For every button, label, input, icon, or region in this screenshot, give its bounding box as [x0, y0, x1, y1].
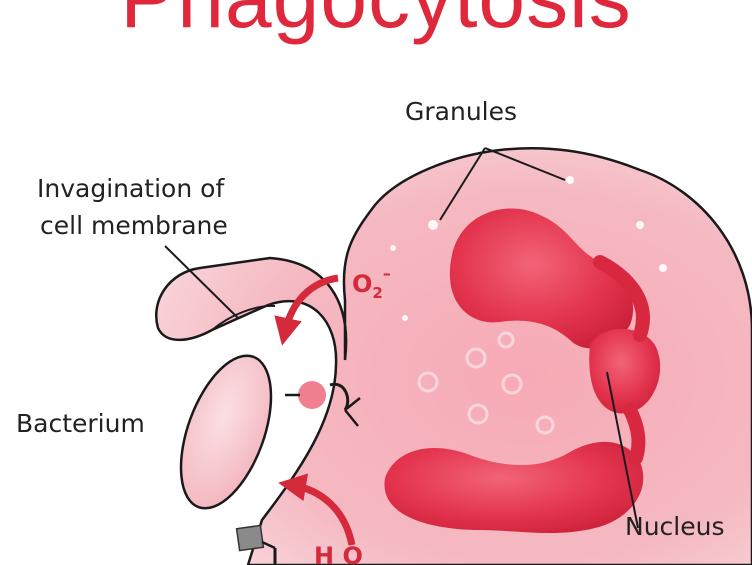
- complement-block: [237, 525, 264, 550]
- label-invagination-line2: cell membrane: [40, 209, 228, 242]
- label-invagination-line1: Invagination of: [37, 172, 224, 205]
- opsonin: [298, 381, 326, 409]
- label-nucleus: Nucleus: [625, 510, 725, 543]
- label-peroxide: H O: [314, 542, 363, 565]
- label-bacterium: Bacterium: [16, 407, 145, 440]
- label-superoxide: O2–: [352, 268, 391, 302]
- label-granules: Granules: [405, 95, 517, 128]
- bacterium-body: [163, 344, 289, 520]
